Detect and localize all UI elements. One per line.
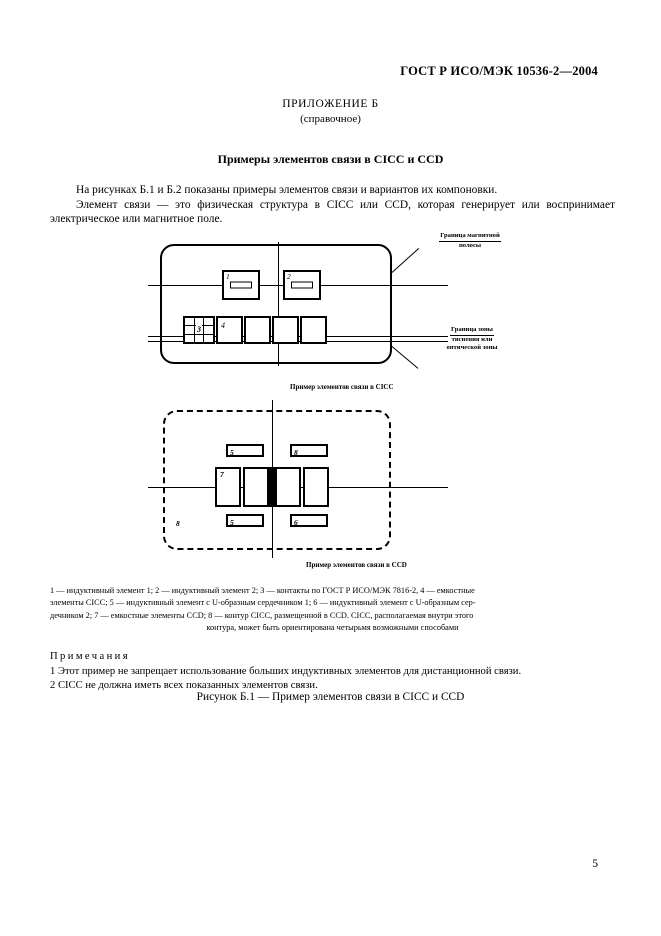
inductive-element-2: 2: [283, 270, 321, 300]
contact-cell: [204, 318, 214, 327]
u-core-top-right-number: 8: [294, 447, 298, 457]
contact-cell: [204, 335, 213, 342]
contact-cell: [185, 326, 194, 335]
u-core-top-left-number: 5: [230, 447, 234, 457]
inductive-element-2-number: 2: [287, 272, 291, 281]
magnetic-callout-line-2: полосы: [458, 241, 482, 249]
notes-title: Примечания: [50, 651, 130, 662]
ccd-capacitive-element-4: [303, 467, 329, 507]
magnetic-callout-leader: [391, 248, 420, 273]
inductive-element-1-core: [230, 281, 252, 289]
ccd-capacitive-element-3: [275, 467, 301, 507]
contact-cell: [195, 335, 204, 342]
emboss-callout-line-2: тиснения или: [451, 335, 493, 343]
contact-pads-number: 3: [196, 325, 202, 334]
cicc-card-outline: [160, 244, 392, 364]
contact-cell: [185, 318, 194, 327]
emboss-zone-callout: Граница зоны тиснения или оптической зон…: [418, 326, 526, 353]
intro-paragraph-1: На рисунках Б.1 и Б.2 показаны примеры э…: [76, 184, 498, 196]
figure-b1: 1 2 3: [0, 228, 661, 578]
u-core-bottom-left-number: 5: [230, 517, 234, 527]
contact-pads-block: 3: [183, 316, 215, 344]
appendix-subtitle: (справочное): [300, 113, 361, 125]
contact-cell: [194, 326, 204, 335]
capacitive-elements-row: 4: [216, 316, 327, 344]
ccd-capacitive-element-1: 7: [215, 467, 241, 507]
magnetic-callout-line-1: Граница магнитной: [439, 232, 501, 242]
ccd-capacitive-elements-group: 7: [215, 467, 331, 507]
capacitive-element: [300, 316, 327, 344]
section-heading: Примеры элементов связи в CICC и CCD: [217, 152, 444, 166]
note-2: 2 CICC не должна иметь всех показанных э…: [50, 680, 318, 691]
contact-cell: [185, 335, 194, 342]
contact-cell: [204, 326, 214, 335]
ccd-centre-bar: [269, 467, 275, 507]
capacitive-element: [272, 316, 299, 344]
u-core-inductive-element-top-left: 5: [226, 444, 264, 457]
page-number: 5: [592, 858, 598, 870]
inductive-element-2-core: [291, 281, 313, 289]
figure-legend: 1 — индуктивный элемент 1; 2 — индуктивн…: [50, 585, 615, 635]
emboss-callout-line-3: оптической зоны: [446, 344, 498, 352]
u-core-inductive-element-bottom-left: 5: [226, 514, 264, 527]
inductive-element-1-number: 1: [226, 272, 230, 281]
cicc-diagram-caption: Пример элементов связи в CICC: [290, 383, 394, 391]
intro-paragraph-2: Элемент связи — это физическая структура…: [50, 198, 615, 226]
ccd-capacitive-element-2: [243, 467, 269, 507]
ccd-diagram-caption: Пример элементов связи в CCD: [306, 561, 407, 569]
appendix-block: ПРИЛОЖЕНИЕ Б (справочное): [0, 98, 661, 125]
emboss-callout-line-1: Граница зоны: [450, 326, 494, 336]
inductive-element-1: 1: [222, 270, 260, 300]
u-core-inductive-element-top-right: 8: [290, 444, 328, 457]
contact-column: [185, 318, 195, 342]
u-core-inductive-element-bottom-right: 6: [290, 514, 328, 527]
contact-column: [204, 318, 214, 342]
figure-caption-label: Рисунок Б.1 — Пример элементов связи в C…: [196, 691, 465, 703]
u-core-bottom-right-number: 6: [294, 517, 298, 527]
cicc-centre-axis: [278, 242, 279, 366]
magnetic-stripe-callout: Граница магнитной полосы: [418, 232, 522, 250]
legend-line-2: элементы CICC; 5 — индуктивный элемент с…: [50, 598, 476, 608]
appendix-title: ПРИЛОЖЕНИЕ Б: [282, 98, 379, 110]
capacitive-element: 4: [216, 316, 243, 344]
legend-line-4: контура, может быть ориентирована четырь…: [206, 623, 459, 633]
notes-block: Примечания 1 Этот пример не запрещает ис…: [50, 650, 615, 693]
ccd-outline-number: 8: [176, 519, 180, 528]
document-header: ГОСТ Р ИСО/МЭК 10536-2—2004: [400, 64, 598, 78]
ccd-capacitive-number: 7: [220, 470, 224, 479]
legend-line-3: дечником 2; 7 — емкостные элементы CCD; …: [50, 610, 474, 620]
note-1: 1 Этот пример не запрещает использование…: [50, 666, 522, 677]
capacitive-element-number: 4: [221, 321, 225, 330]
intro-text: На рисунках Б.1 и Б.2 показаны примеры э…: [50, 183, 615, 227]
legend-line-1: 1 — индуктивный элемент 1; 2 — индуктивн…: [50, 586, 475, 595]
emboss-callout-leader: [391, 346, 419, 369]
capacitive-element: [244, 316, 271, 344]
